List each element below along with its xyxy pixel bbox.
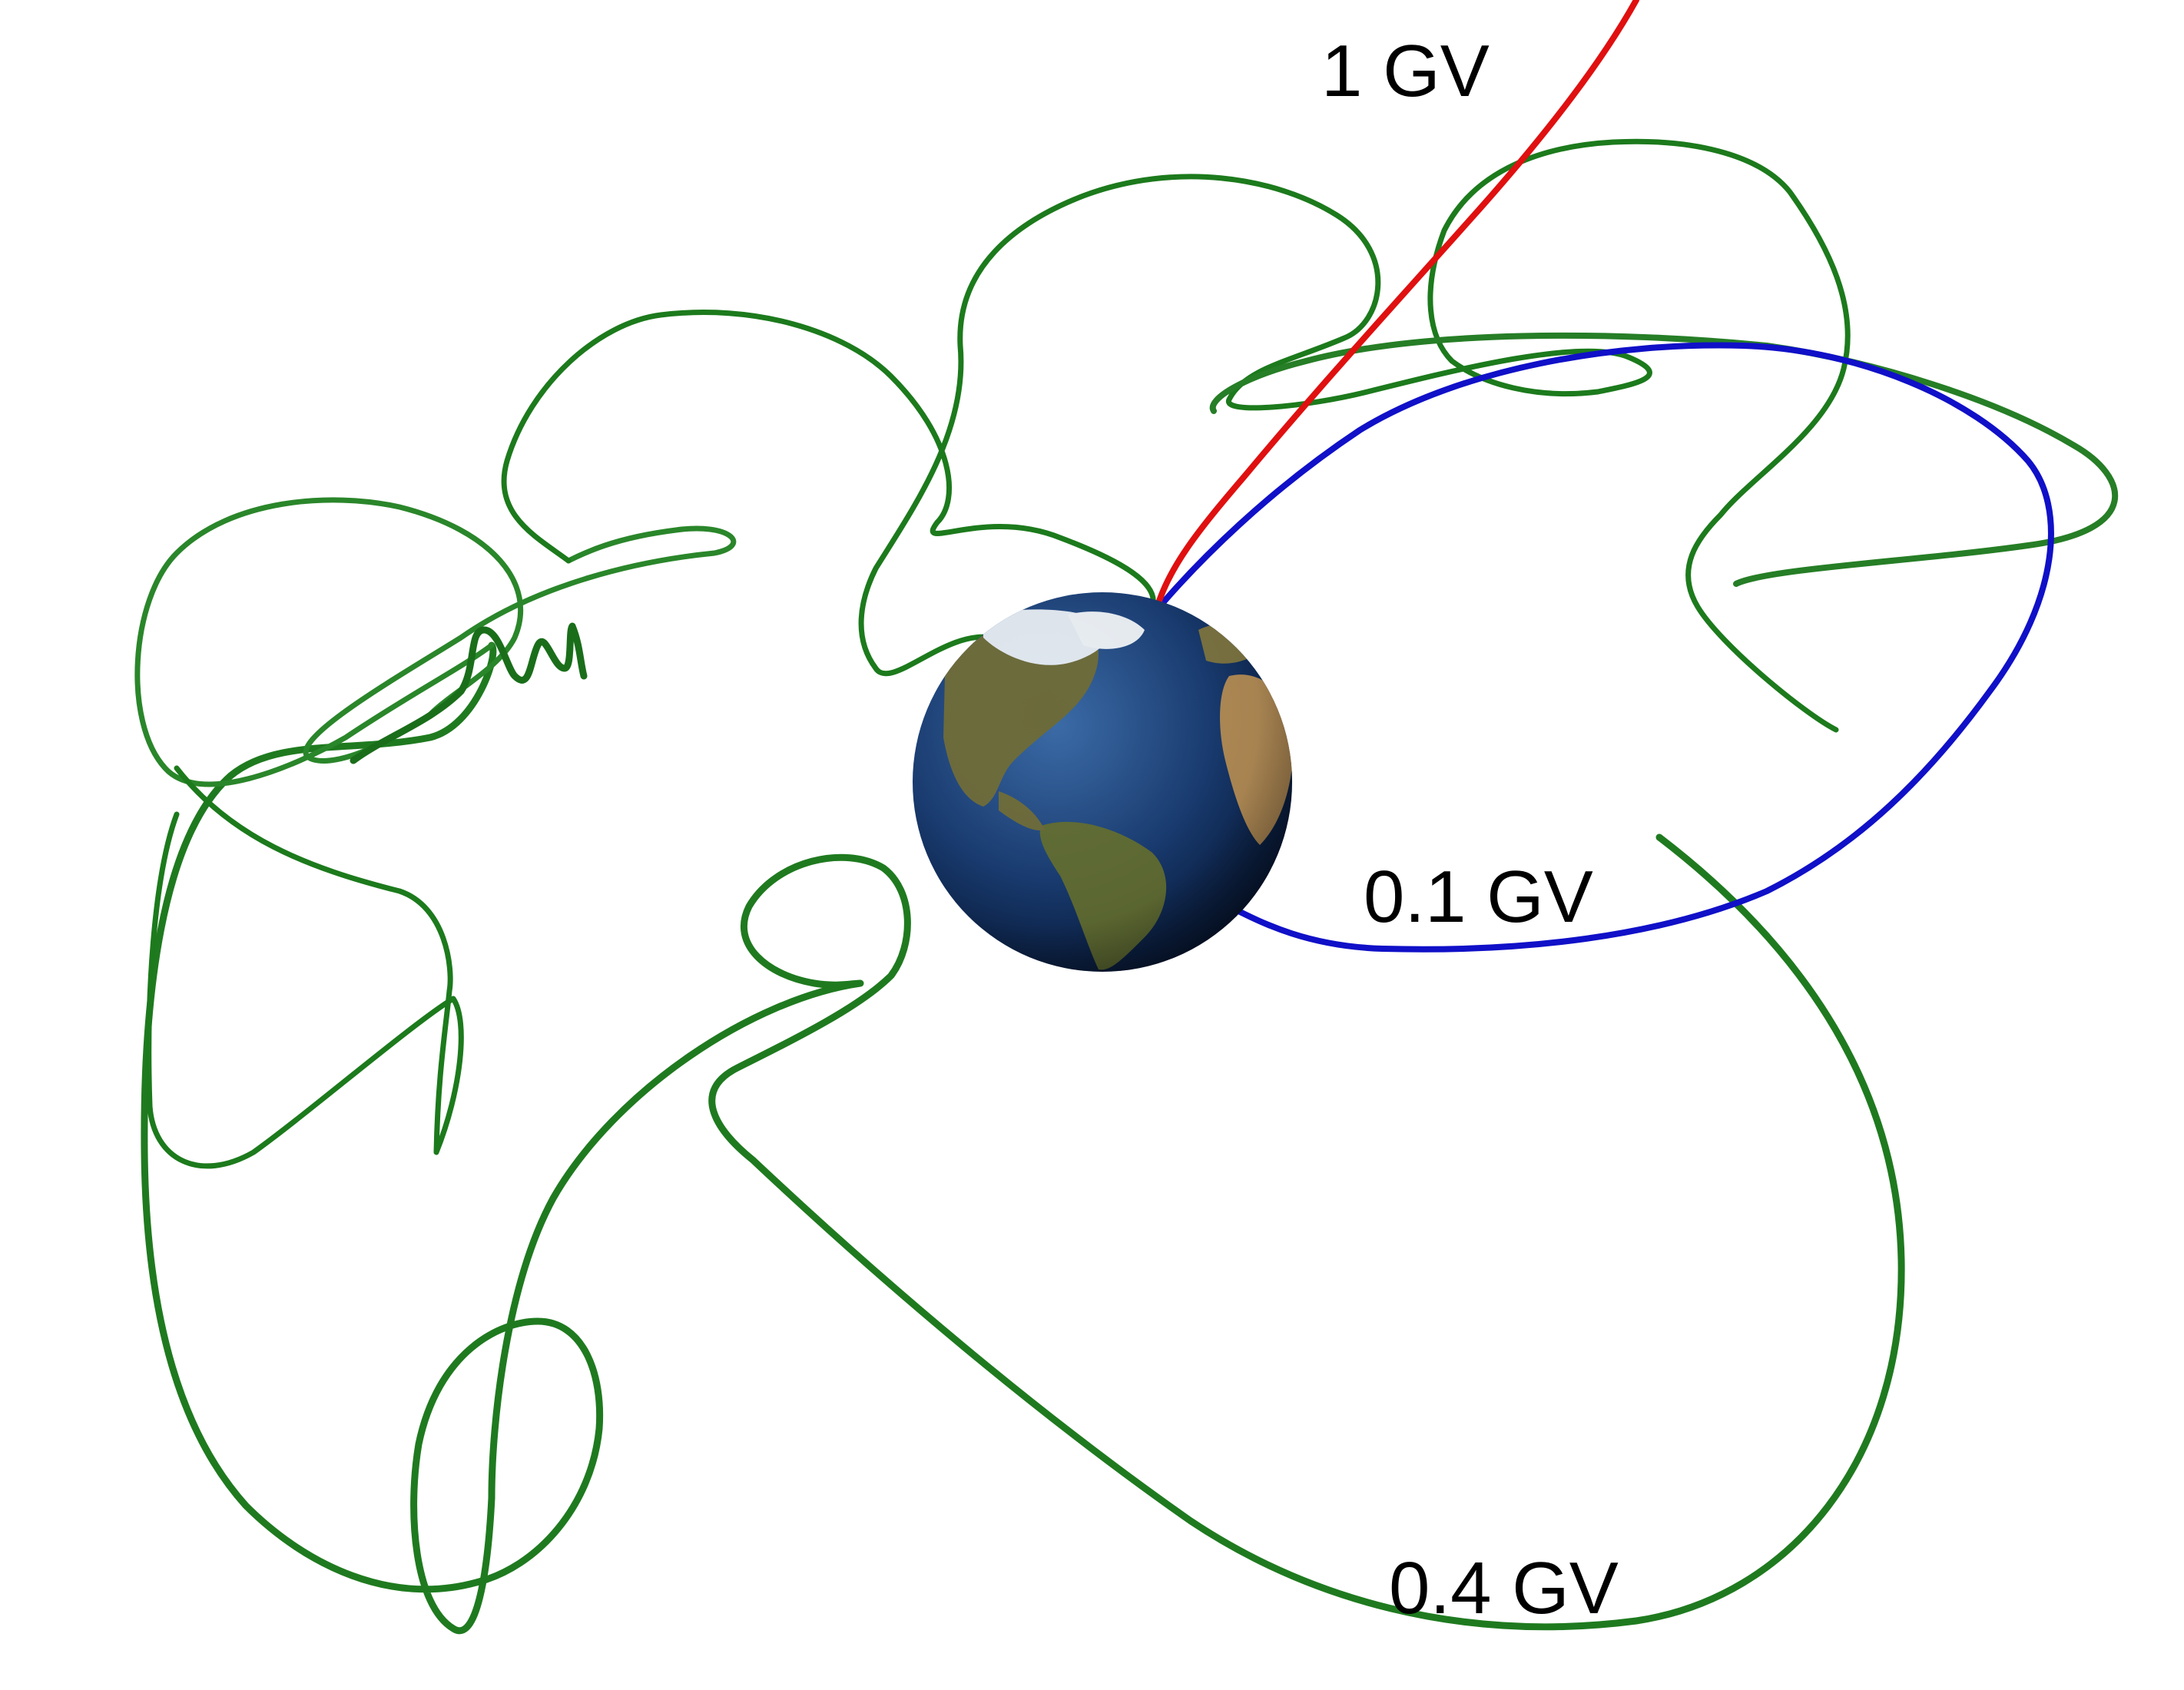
label-01gv: 0.1 GV [1364, 856, 1593, 938]
trajectory-04gv [134, 138, 2119, 1635]
trajectory-01gv [1153, 342, 2054, 953]
trajectory-1gv [1153, 0, 1639, 614]
earth-globe-icon [913, 592, 1292, 972]
label-1gv: 1 GV [1321, 30, 1490, 112]
label-04gv: 0.4 GV [1389, 1547, 1619, 1629]
